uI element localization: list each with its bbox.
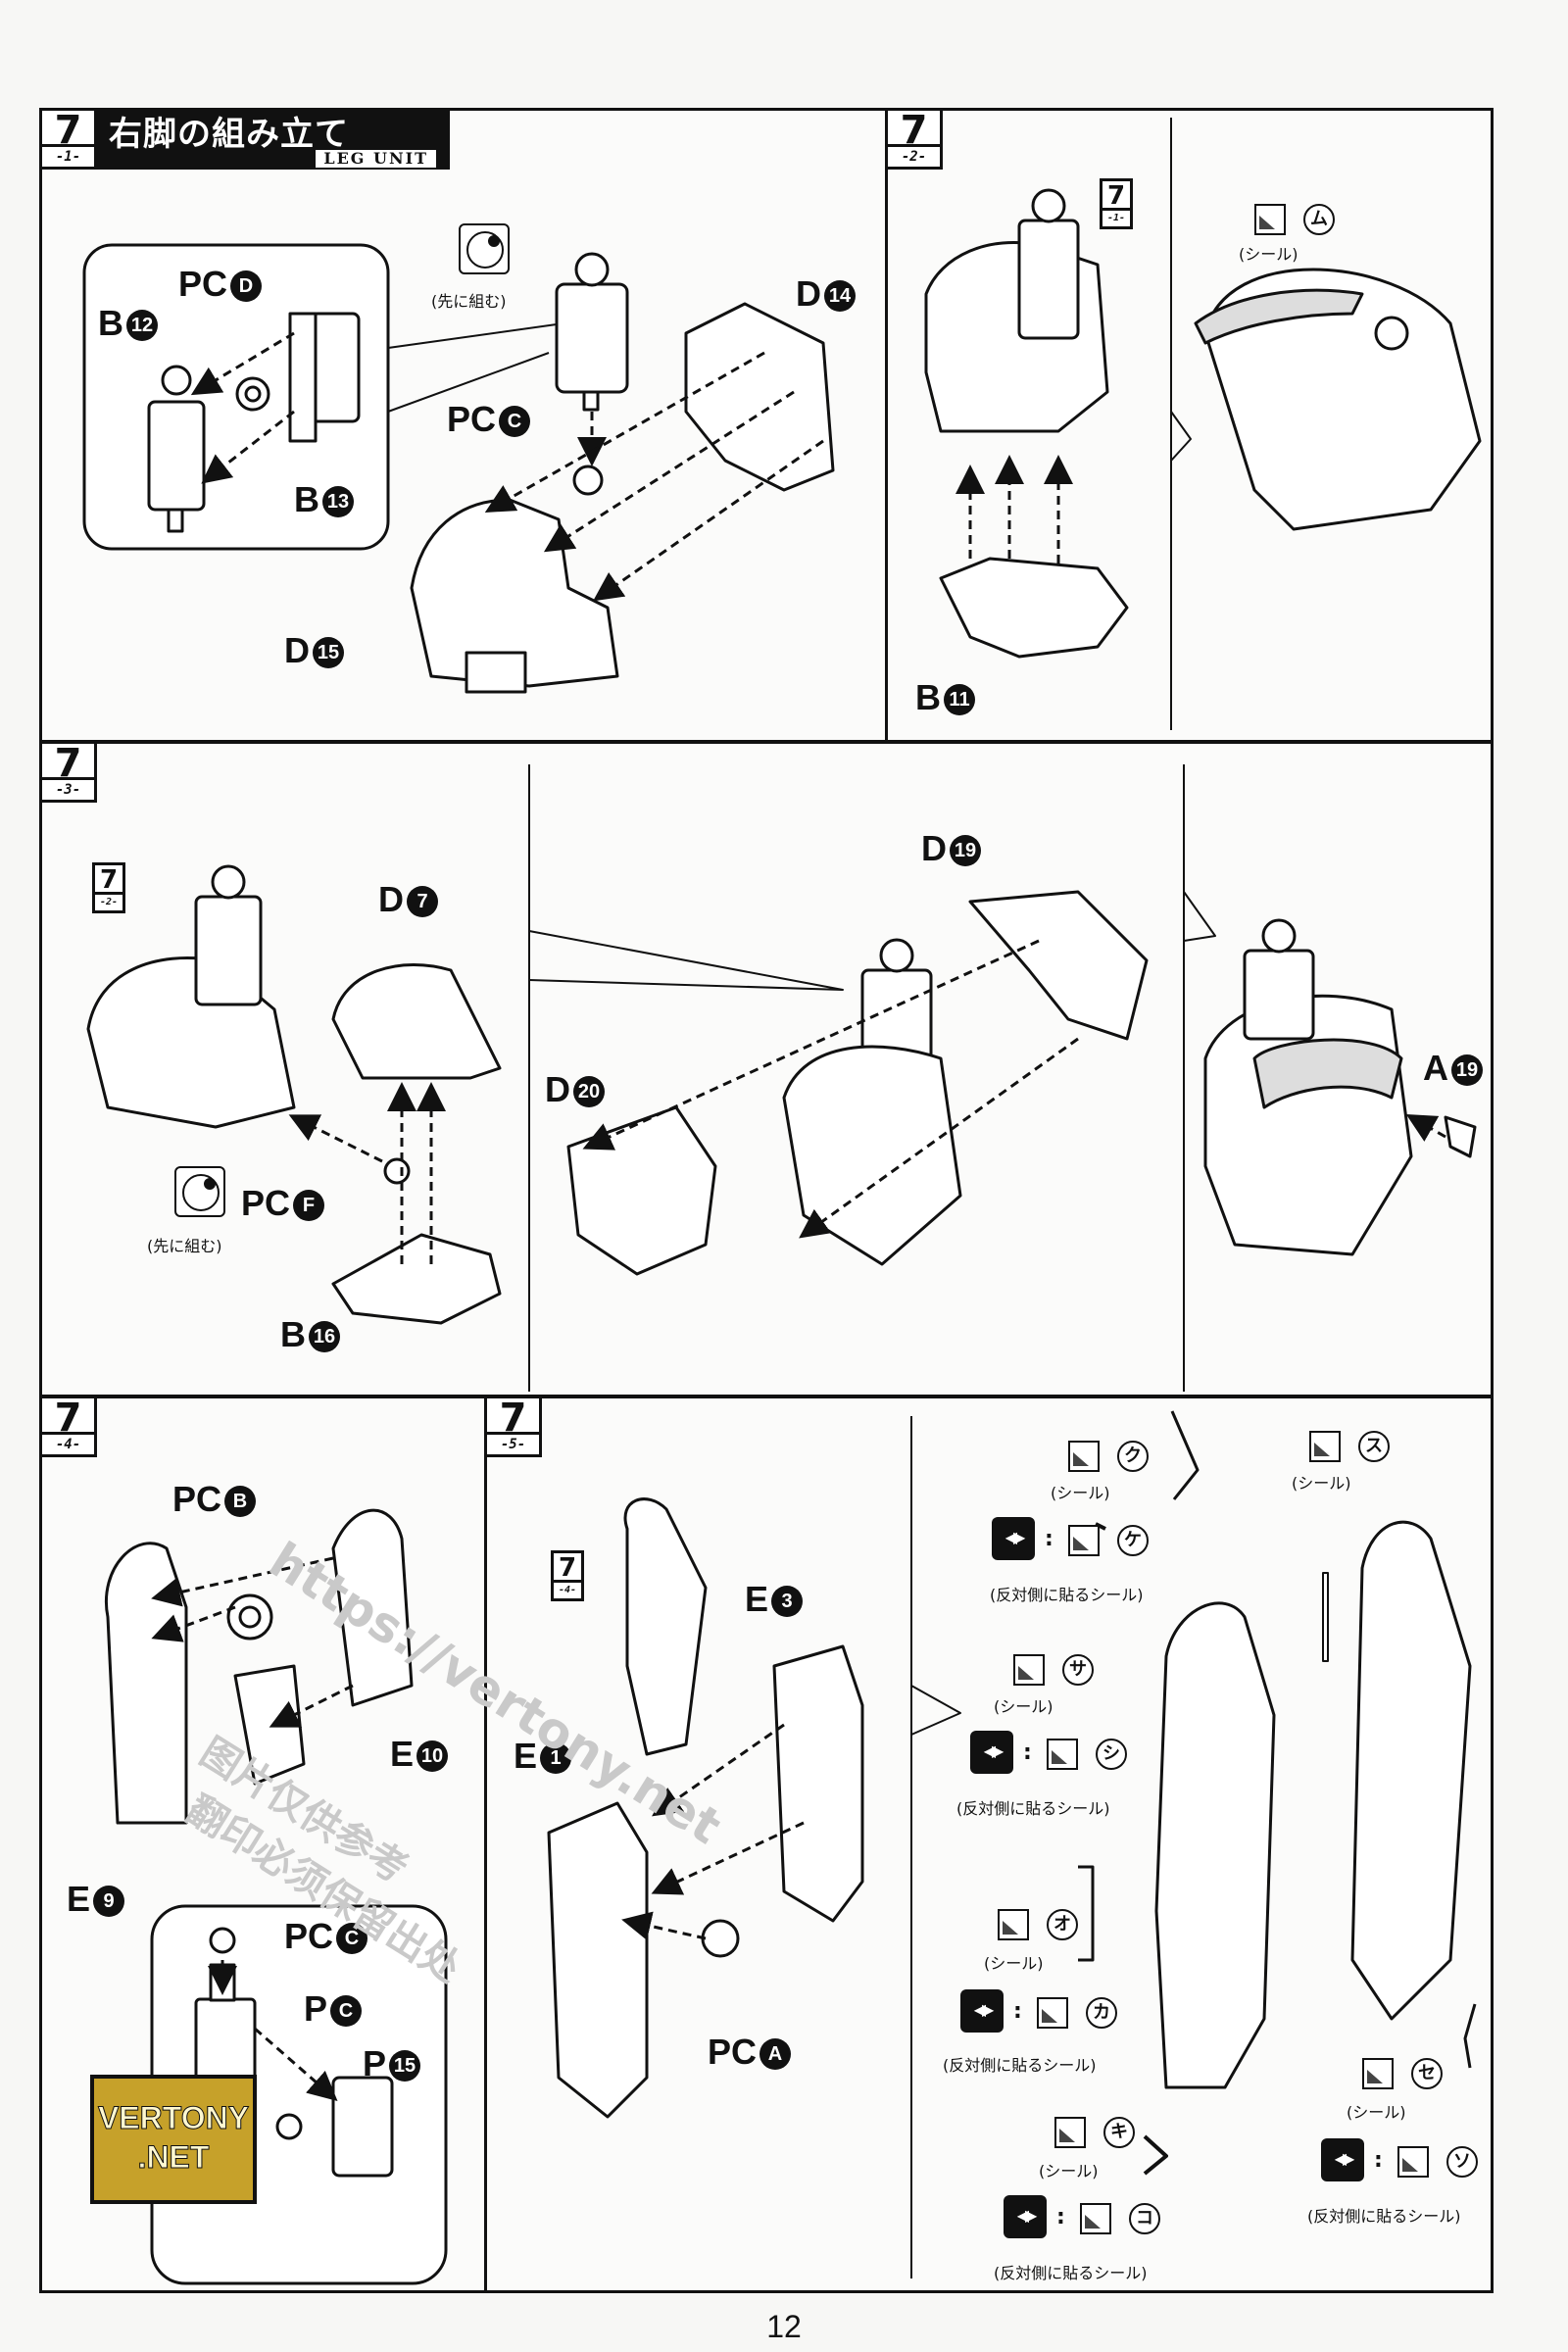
- note-sticker: (シール): [1039, 2162, 1099, 2180]
- flip-side-icon: [992, 1517, 1035, 1560]
- note-sticker: (シール): [1239, 245, 1298, 264]
- step-number: 7-4-: [42, 1398, 97, 1457]
- note-sticker: (シール): [994, 1697, 1054, 1716]
- page-number: 12: [766, 2309, 802, 2344]
- note-sticker: (シール): [1292, 1474, 1351, 1493]
- sticker-ke: ケ: [1117, 1525, 1149, 1556]
- note-opposite-side: (反対側に貼るシール): [943, 2056, 1097, 2075]
- sticker-icon: [998, 1909, 1029, 1940]
- ref-step-7-4: 7-4-: [551, 1550, 584, 1601]
- note-opposite-side: (反対側に貼るシール): [990, 1586, 1144, 1604]
- sticker-icon: [1037, 1997, 1068, 2029]
- flip-side-icon: [1321, 2138, 1364, 2181]
- sticker-icon: [1068, 1441, 1100, 1472]
- sticker-icon: [1254, 204, 1286, 235]
- title-jp: 右脚の組み立て: [109, 115, 349, 154]
- sticker-ko: コ: [1129, 2203, 1160, 2234]
- note-opposite-side: (反対側に貼るシール): [1307, 2207, 1461, 2226]
- colon: :: [1045, 1527, 1054, 1551]
- sticker-icon: [1047, 1739, 1078, 1770]
- sticker-so: ソ: [1446, 2146, 1478, 2178]
- sticker-icon: [1054, 2117, 1086, 2148]
- sticker-ku: ク: [1117, 1441, 1149, 1472]
- sticker-sa: サ: [1062, 1654, 1094, 1686]
- colon: :: [1023, 1740, 1032, 1765]
- note-assemble-first: (先に組む): [431, 292, 507, 311]
- assemble-first-icon: [174, 1166, 225, 1217]
- step-number: 7-1-: [42, 111, 97, 170]
- sticker-icon: [1080, 2203, 1111, 2234]
- sticker-icon: [1013, 1654, 1045, 1686]
- note-opposite-side: (反対側に貼るシール): [956, 1799, 1110, 1818]
- sticker-ka: カ: [1086, 1997, 1117, 2029]
- note-sticker: (シール): [984, 1954, 1044, 1973]
- ref-step-7-2: 7-2-: [92, 862, 125, 913]
- title-en: LEG UNIT: [316, 150, 436, 168]
- sticker-icon: [1068, 1525, 1100, 1556]
- sticker-shi: シ: [1096, 1739, 1127, 1770]
- note-sticker: (シール): [1347, 2103, 1406, 2122]
- sticker-se: セ: [1411, 2058, 1443, 2089]
- sticker-icon: [1362, 2058, 1394, 2089]
- sticker-o: オ: [1047, 1909, 1078, 1940]
- step-number: 7-3-: [42, 744, 97, 803]
- flip-side-icon: [960, 1989, 1004, 2033]
- colon: :: [1374, 2148, 1383, 2173]
- note-assemble-first: (先に組む): [147, 1237, 222, 1255]
- sticker-ki: キ: [1103, 2117, 1135, 2148]
- flip-side-icon: [970, 1731, 1013, 1774]
- ref-step-7-1: 7-1-: [1100, 178, 1133, 229]
- sticker-icon: [1309, 1431, 1341, 1462]
- colon: :: [1056, 2205, 1065, 2230]
- colon: :: [1013, 1999, 1022, 2024]
- vertony-logo: VERTONY .NET: [90, 2075, 257, 2204]
- assemble-first-icon: [459, 223, 510, 274]
- note-opposite-side: (反対側に貼るシール): [994, 2264, 1148, 2282]
- step-number: 7-5-: [487, 1398, 542, 1457]
- note-sticker: (シール): [1051, 1484, 1110, 1502]
- step-number: 7-2-: [888, 111, 943, 170]
- sticker-su: ス: [1358, 1431, 1390, 1462]
- sticker-mu: ム: [1303, 204, 1335, 235]
- flip-side-icon: [1004, 2195, 1047, 2238]
- sticker-icon: [1397, 2146, 1429, 2178]
